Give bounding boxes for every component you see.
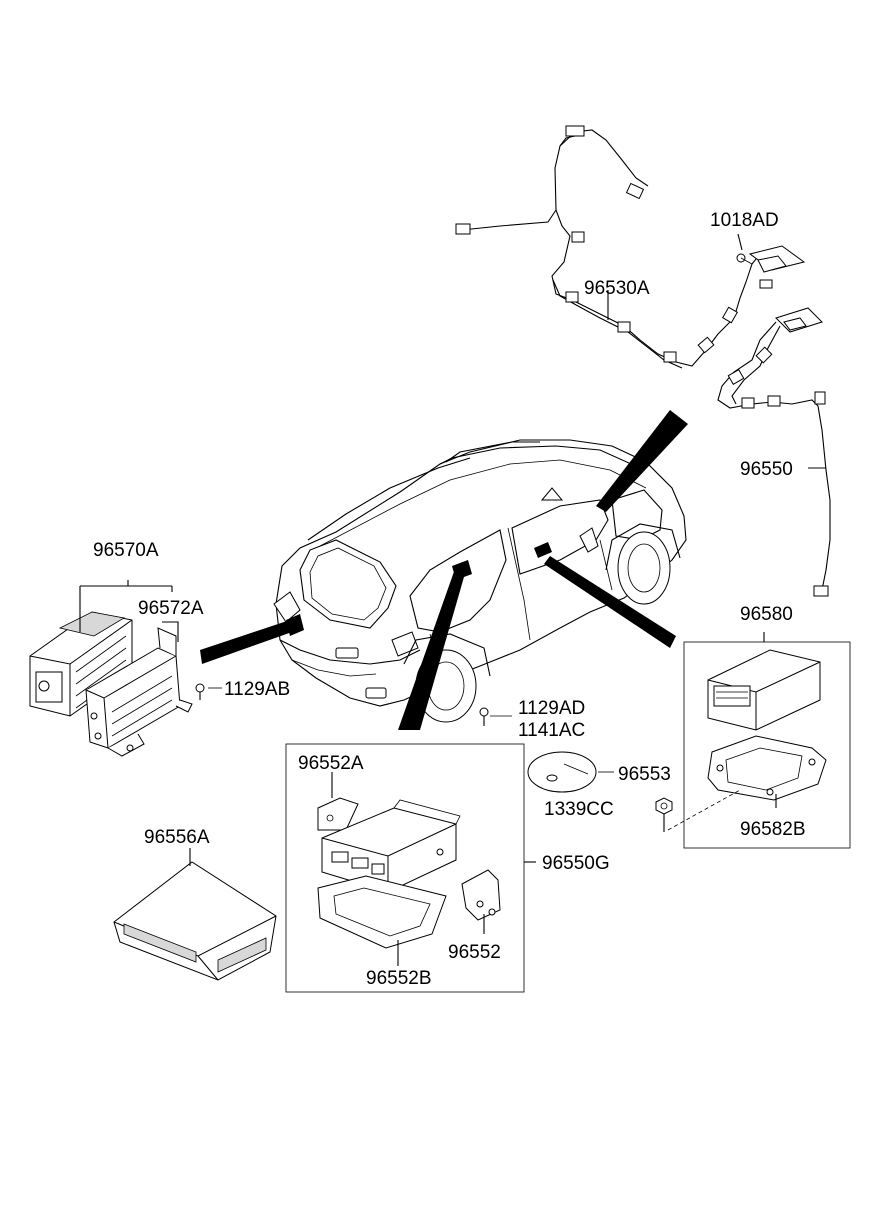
label-1018ad: 1018AD [710, 210, 779, 231]
leader-96570a [79, 580, 173, 632]
label-96572a: 96572A [138, 598, 204, 619]
bracket-96572a [85, 627, 193, 757]
label-96550: 96550 [740, 459, 793, 480]
label-96553: 96553 [618, 764, 671, 785]
label-1339cc: 1339CC [544, 799, 614, 820]
cd-96553 [527, 751, 614, 793]
label-96582b: 96582B [740, 819, 806, 840]
label-96550g: 96550G [542, 853, 610, 874]
label-1129ad: 1129AD [518, 698, 585, 719]
label-96552a: 96552A [298, 753, 364, 774]
screw-1129ad [479, 707, 512, 726]
box-96580 [683, 632, 851, 849]
wiring-96550 [717, 307, 831, 597]
nut-1339cc [655, 789, 741, 832]
box-96550g [285, 743, 536, 993]
label-96556a: 96556A [144, 827, 210, 848]
label-1129ab: 1129AB [224, 679, 290, 700]
bracket-1018ad [736, 245, 806, 289]
label-96530a: 96530A [584, 278, 650, 299]
cover-96556a [113, 848, 277, 981]
label-96552: 96552 [448, 942, 501, 963]
pointer-wedges [200, 410, 688, 730]
screw-1129ab [195, 683, 222, 700]
leader-1018ad [737, 233, 743, 251]
label-96570a: 96570A [93, 540, 159, 561]
leader-96572a [162, 621, 179, 642]
label-96552b: 96552B [366, 968, 432, 989]
antenna-harness-96530a [455, 125, 761, 369]
label-1141ac: 1141AC [518, 720, 585, 741]
label-96580: 96580 [740, 604, 793, 625]
